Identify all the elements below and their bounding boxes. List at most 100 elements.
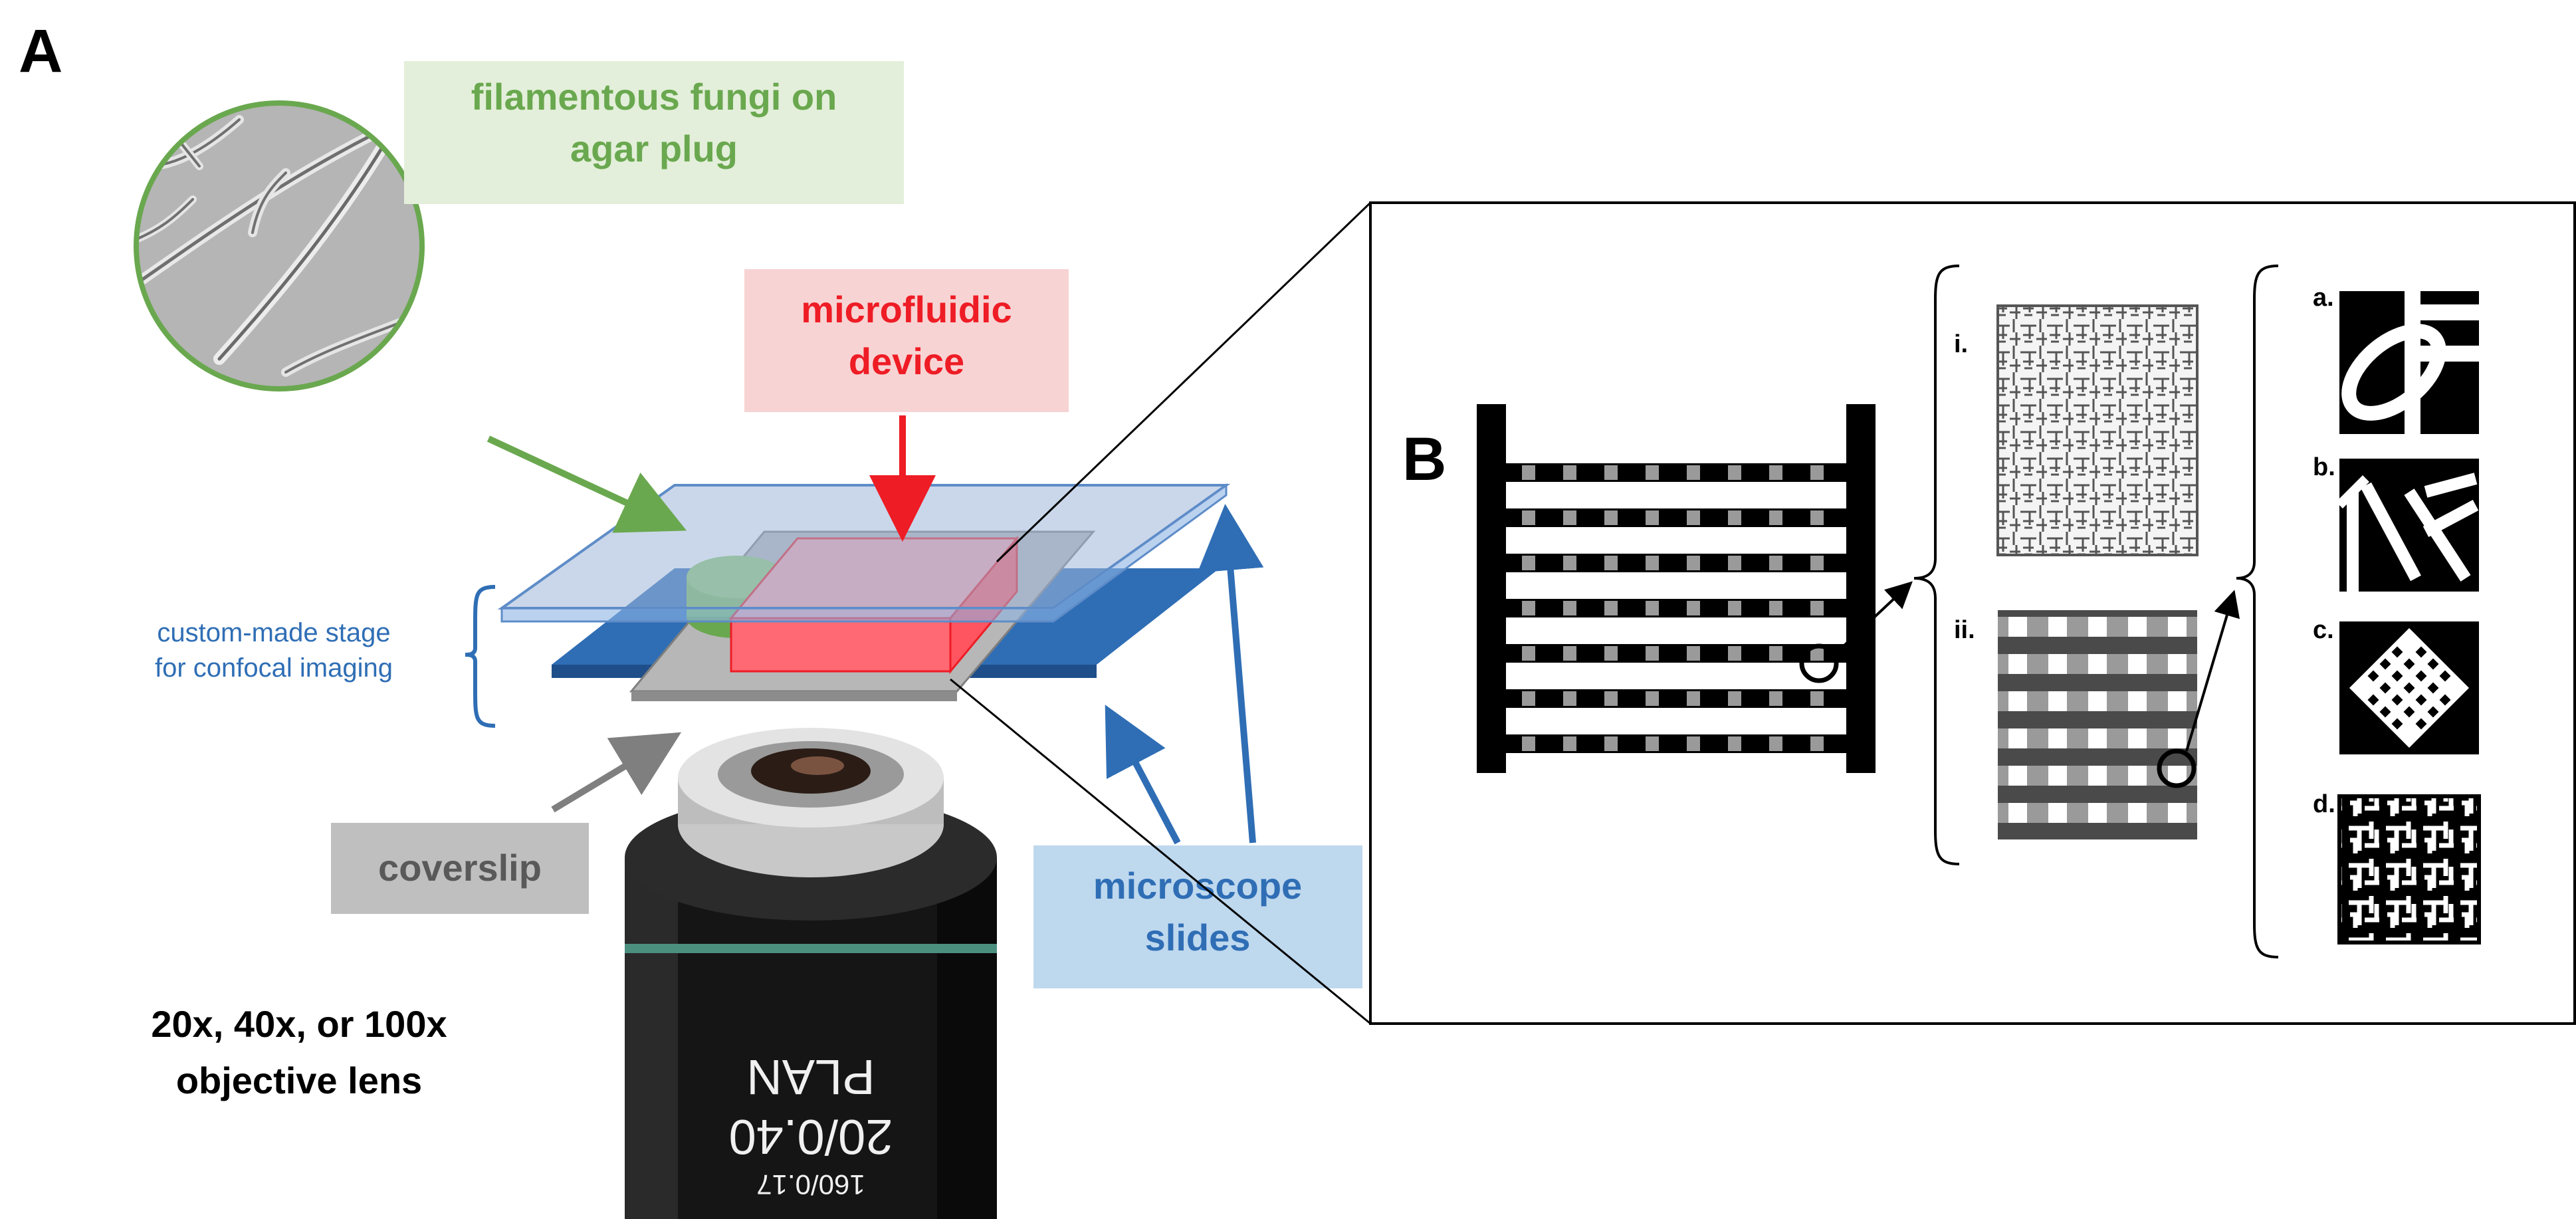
objective-label-line2: objective lens bbox=[176, 1059, 422, 1101]
lens-engraving-mag: 20/0.40 bbox=[729, 1109, 893, 1164]
device-label: microfluidic device bbox=[744, 269, 1069, 412]
ladder-cell bbox=[1728, 691, 1741, 706]
slides-label-line2: slides bbox=[1145, 917, 1251, 958]
diamond-hole bbox=[2439, 670, 2451, 682]
grid-cell bbox=[2048, 617, 2067, 637]
middle-bracket bbox=[1913, 265, 1960, 865]
objective-lens: 160/0.17 20/0.40 PLAN bbox=[625, 728, 997, 1219]
ladder-cell bbox=[1728, 601, 1741, 615]
stage-label: custom-made stage for confocal imaging bbox=[155, 585, 496, 728]
obstacle-d bbox=[2337, 794, 2481, 944]
lens-engraving-na: 160/0.17 bbox=[756, 1169, 865, 1200]
objective-label: 20x, 40x, or 100x objective lens bbox=[151, 1003, 447, 1101]
diamond-hole bbox=[2415, 718, 2427, 730]
obstacle-b bbox=[2336, 459, 2479, 592]
grid-zoom-arrow bbox=[2185, 590, 2240, 752]
ladder-rung bbox=[1506, 689, 1846, 708]
diamond-hole bbox=[2379, 682, 2391, 694]
ladder-cell bbox=[1604, 510, 1618, 525]
grid-cell bbox=[2008, 728, 2027, 748]
diamond-hole bbox=[2427, 706, 2439, 718]
ladder-cell bbox=[1563, 510, 1576, 525]
fungi-label-line2: agar plug bbox=[570, 128, 738, 169]
ladder-cell bbox=[1769, 465, 1782, 480]
ladder-cell bbox=[1522, 646, 1535, 661]
right-bracket bbox=[2236, 265, 2279, 958]
ladder-cell bbox=[1728, 736, 1741, 751]
ladder-cell bbox=[1769, 646, 1782, 661]
diamond-hole bbox=[2391, 718, 2403, 730]
ladder-cell bbox=[1646, 601, 1659, 615]
diamond-hole bbox=[2415, 694, 2427, 706]
grid-cell bbox=[2128, 803, 2147, 823]
label-i: i. bbox=[1954, 330, 1968, 358]
slides-label-line1: microscope bbox=[1093, 865, 1302, 907]
panel-b-letter: B bbox=[1402, 425, 1446, 493]
grid-cell bbox=[2088, 617, 2107, 637]
grid-cell bbox=[2168, 617, 2187, 637]
label-c: c. bbox=[2313, 616, 2334, 644]
ladder-cell bbox=[1604, 556, 1618, 570]
lens-green-band bbox=[625, 944, 997, 953]
ladder-zoom-circle bbox=[1799, 643, 1839, 683]
ladder-cell bbox=[1687, 465, 1700, 480]
ladder-cell bbox=[1563, 691, 1576, 706]
grid-cell bbox=[2168, 803, 2187, 823]
ladder-cell bbox=[1728, 510, 1741, 525]
ladder-cell bbox=[1810, 646, 1824, 661]
ladder-cell bbox=[1604, 736, 1618, 751]
grid-cell bbox=[2128, 691, 2147, 711]
diamond-hole bbox=[2379, 658, 2391, 670]
diamond-hole bbox=[2367, 670, 2379, 682]
ladder-cell bbox=[1563, 465, 1576, 480]
stage-label-line1: custom-made stage bbox=[157, 618, 390, 647]
grid-cell bbox=[2088, 728, 2107, 748]
diamond-hole bbox=[2367, 694, 2379, 706]
stage-assembly bbox=[497, 483, 1231, 701]
ladder-right-rail bbox=[1846, 404, 1876, 773]
ladder-cell bbox=[1563, 556, 1576, 570]
obstacle-a bbox=[2339, 291, 2479, 434]
ladder-cell bbox=[1646, 646, 1659, 661]
ladder-cell bbox=[1563, 601, 1576, 615]
ladder-cell bbox=[1810, 510, 1824, 525]
diamond-hole bbox=[2415, 670, 2427, 682]
ladder-zoom-arrow bbox=[1833, 581, 1913, 656]
ladder-cell bbox=[1810, 601, 1824, 615]
fungi-label-line1: filamentous fungi on bbox=[471, 76, 837, 118]
ladder-cell bbox=[1810, 736, 1824, 751]
fungi-micrograph bbox=[134, 100, 425, 391]
ladder-cell bbox=[1604, 465, 1618, 480]
lens-engraving-plan: PLAN bbox=[746, 1050, 875, 1105]
grid-cell bbox=[2088, 803, 2107, 823]
diamond-hole bbox=[2391, 646, 2403, 658]
stage-label-line2: for confocal imaging bbox=[155, 653, 393, 683]
ladder-cell bbox=[1687, 736, 1700, 751]
ladder-cell bbox=[1810, 691, 1824, 706]
ladder-cell bbox=[1810, 465, 1824, 480]
ladder-cell bbox=[1810, 556, 1824, 570]
diamond-hole bbox=[2439, 718, 2451, 730]
ladder-cell bbox=[1728, 465, 1741, 480]
ladder-rung bbox=[1506, 463, 1846, 482]
diamond-hole bbox=[2391, 694, 2403, 706]
grid-cell bbox=[2128, 654, 2147, 674]
ladder-cell bbox=[1522, 691, 1535, 706]
diamond-hole bbox=[2379, 706, 2391, 718]
grid-cell bbox=[2008, 803, 2027, 823]
slides-arrow-lower bbox=[1105, 705, 1181, 845]
coverslip-label: coverslip bbox=[331, 823, 589, 914]
ladder-cell bbox=[1522, 601, 1535, 615]
diamond-hole bbox=[2439, 694, 2451, 706]
ladder-rung bbox=[1506, 554, 1846, 572]
device-front bbox=[730, 617, 952, 673]
grid-cell bbox=[2008, 691, 2027, 711]
device-label-line1: microfluidic bbox=[801, 288, 1012, 330]
slides-label: microscope slides bbox=[1033, 845, 1362, 988]
diamond-hole bbox=[2415, 646, 2427, 658]
grid-cell bbox=[2048, 803, 2067, 823]
diamond-hole bbox=[2403, 706, 2415, 718]
grid-cell bbox=[2168, 728, 2187, 748]
ladder-device bbox=[1477, 404, 1876, 773]
